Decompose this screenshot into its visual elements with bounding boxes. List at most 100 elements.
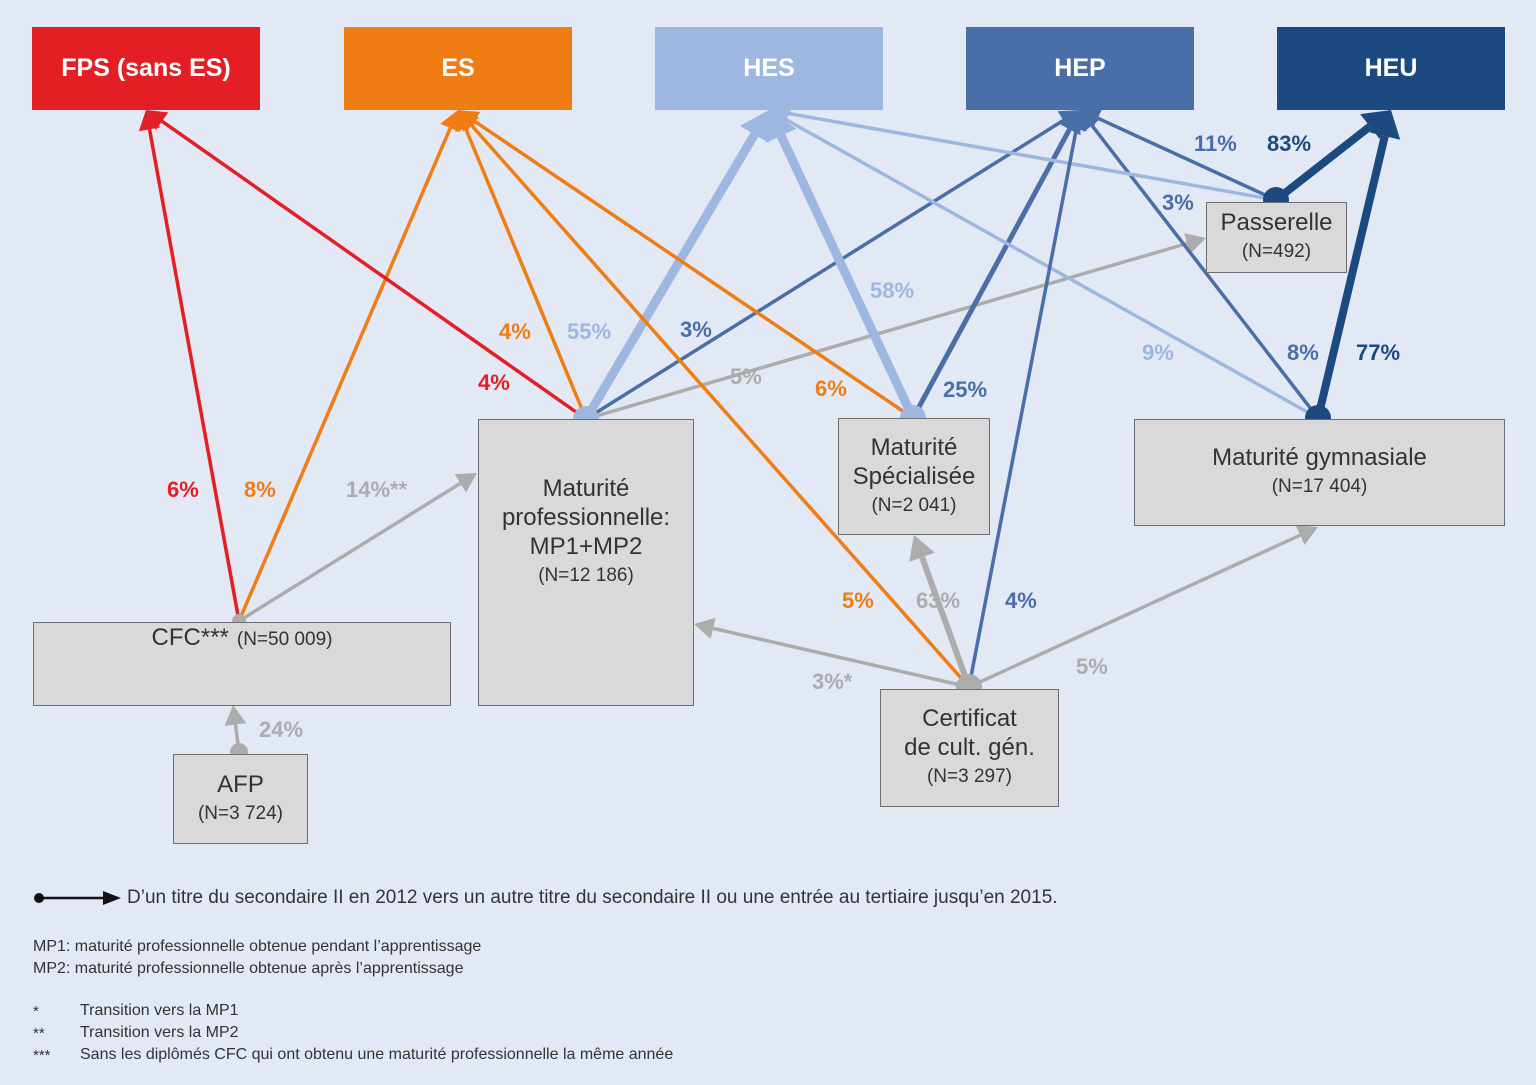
target-box-es: ES (344, 27, 572, 110)
target-box-hep: HEP (966, 27, 1194, 110)
target-label-fps: FPS (sans ES) (61, 54, 231, 82)
node-ms-count: (N=2 041) (871, 494, 957, 516)
pct-ccg-es: 5% (842, 588, 874, 613)
flow-line-cfc-es (237, 127, 452, 622)
flow-line-passerelle-heu (1273, 123, 1373, 204)
node-mg-label: Maturité gymnasiale (1212, 444, 1427, 471)
pct-mp-hep: 3% (680, 317, 712, 342)
flow-line-mg-heu (1314, 135, 1389, 419)
node-maturite-specialisee: Maturité Spécialisée (N=2 041) (838, 418, 990, 535)
node-ms-line2: Spécialisée (852, 462, 976, 490)
flow-line-mp-hes (582, 132, 759, 422)
pct-mg-hes: 9% (1142, 340, 1174, 365)
flow-arrowhead-ccg-mg (1295, 525, 1318, 546)
node-mg-count: (N=17 404) (1271, 476, 1368, 497)
target-box-heu: HEU (1277, 27, 1505, 110)
flow-arrowhead-ccg-mp (694, 617, 716, 639)
flow-line-passerelle-hep (1097, 116, 1277, 202)
pct-mp-hes: 55% (567, 319, 612, 344)
flow-line-mg-hes (785, 118, 1319, 420)
flow-line-mp-passerelle (585, 241, 1188, 421)
pct-ms-hes: 58% (870, 278, 915, 303)
pct-cfc-fps: 6% (167, 477, 199, 502)
pct-ms-es: 6% (815, 376, 847, 401)
flow-arrowhead-mp-fps (146, 110, 169, 131)
node-certificat-culture-generale: Certificat de cult. gén. (N=3 297) (880, 689, 1059, 807)
flow-line-ccg-hep (967, 128, 1079, 688)
pct-mp-fps: 4% (478, 370, 510, 395)
node-mp-line3: MP1+MP2 (529, 533, 643, 560)
node-afp-label: AFP (217, 770, 264, 798)
node-mp-line1: Maturité (542, 475, 630, 502)
pct-mg-hep: 8% (1287, 340, 1319, 365)
footnote-symbol-2: ** (33, 1025, 45, 1042)
legend-arrow-text: D’un titre du secondaire II en 2012 vers… (127, 887, 1058, 908)
legend-arrow-icon (34, 891, 121, 905)
flow-arrowhead-cfc-mp (454, 473, 477, 493)
pct-passerelle-hes: 11% (1194, 131, 1237, 156)
node-maturite-gymnasiale: Maturité gymnasiale (N=17 404) (1134, 419, 1505, 526)
target-label-hes: HES (743, 54, 795, 82)
node-ccg-count: (N=3 297) (926, 766, 1013, 787)
flow-line-mp-fps (161, 119, 588, 421)
target-label-es: ES (441, 54, 475, 82)
flow-arrowhead-afp-cfc (224, 705, 247, 726)
flow-line-ms-es (473, 119, 914, 420)
pct-passerelle-hep: 3% (1162, 190, 1194, 215)
flow-arrowhead-ccg-hep (1065, 110, 1087, 132)
flow-line-ms-hep (910, 128, 1072, 420)
pct-mp-es: 4% (499, 319, 531, 344)
flow-arrowhead-passerelle-hep (1080, 108, 1103, 129)
legend-mp1-note: MP1: maturité professionnelle obtenue pe… (33, 938, 482, 955)
node-cfc-label: CFC*** (151, 624, 229, 651)
flow-arrowhead-ccg-es (458, 110, 480, 132)
node-passerelle-label: Passerelle (1220, 209, 1333, 236)
target-box-hes: HES (655, 27, 883, 110)
flow-arrowhead-mp-hes (739, 110, 770, 144)
flow-line-mp-hep (585, 118, 1065, 421)
flow-arrowhead-mp-passerelle (1184, 233, 1206, 254)
node-afp: AFP (N=3 724) (173, 754, 308, 844)
flow-line-passerelle-hes (787, 111, 1277, 202)
node-mp-line2: professionnelle: (501, 504, 671, 531)
node-ccg-line2: de cult. gén. (904, 734, 1035, 761)
footnote-text-1: Transition vers la MP1 (80, 1002, 239, 1019)
footnote-text-2: Transition vers la MP2 (80, 1024, 239, 1041)
pct-passerelle-heu: 83% (1267, 131, 1312, 156)
pct-cfc-mp: 14%** (346, 477, 408, 502)
target-label-hep: HEP (1054, 54, 1106, 82)
pct-mp-passerelle: 5% (730, 364, 762, 389)
flow-line-cfc-mp (238, 481, 462, 623)
node-mp-count: (N=12 186) (538, 565, 634, 586)
legend-mp2-note: MP2: maturité professionnelle obtenue ap… (33, 960, 464, 977)
flow-arrowhead-ccg-ms (909, 535, 935, 562)
pct-cfc-es: 8% (244, 477, 276, 502)
flow-line-ccg-mg (968, 533, 1301, 689)
node-cfc: CFC*** (N=50 009) (33, 622, 451, 706)
target-box-fps: FPS (sans ES) (32, 27, 260, 110)
footnote-symbol-3: *** (33, 1047, 51, 1064)
node-passerelle-count: (N=492) (1241, 241, 1312, 262)
flow-line-ms-hes (776, 133, 918, 420)
pct-ccg-ms: 63% (916, 588, 961, 613)
flow-arrowhead-cfc-es (440, 110, 461, 133)
flow-arrowhead-passerelle-heu (1360, 110, 1391, 139)
footnote-text-3: Sans les diplômés CFC qui ont obtenu une… (80, 1046, 674, 1063)
flow-line-mp-es (463, 127, 588, 420)
pct-ccg-mp: 3%* (812, 669, 853, 694)
node-cfc-count: (N=50 009) (236, 629, 333, 650)
footnote-symbol-1: * (33, 1003, 39, 1020)
node-ms-line1: Maturité (870, 433, 958, 461)
pct-afp-cfc: 24% (259, 717, 304, 742)
node-passerelle: Passerelle (N=492) (1206, 202, 1347, 273)
flow-line-ccg-ms (919, 556, 972, 689)
flow-line-cfc-fps (147, 128, 241, 622)
pct-mg-heu: 77% (1356, 340, 1401, 365)
pct-ccg-hep: 4% (1005, 588, 1037, 613)
flow-line-ccg-mp (712, 626, 970, 689)
target-label-heu: HEU (1364, 54, 1418, 82)
pct-ms-hep: 25% (943, 377, 988, 402)
node-maturite-professionnelle: Maturité professionnelle: MP1+MP2 (N=12 … (478, 419, 694, 706)
pct-ccg-mg: 5% (1076, 654, 1108, 679)
